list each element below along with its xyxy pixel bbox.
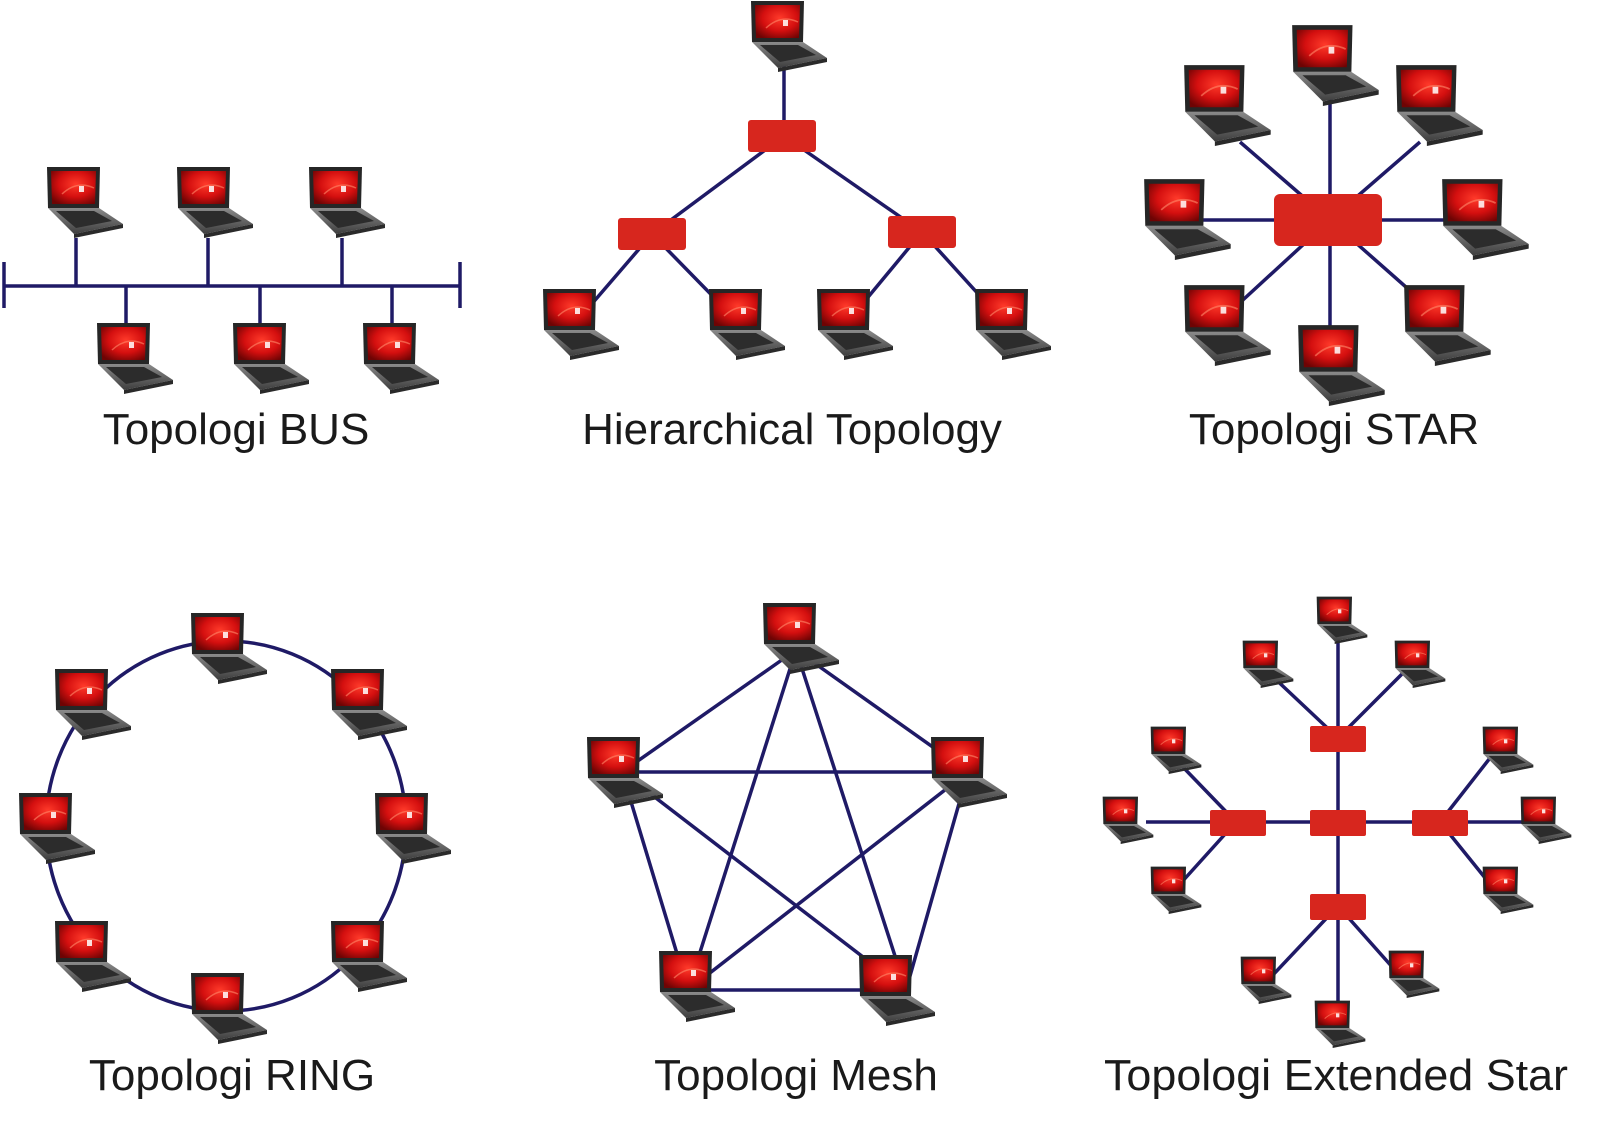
hub-icon: [748, 120, 816, 152]
mesh-topology-title: Topologi Mesh: [654, 1051, 938, 1100]
hierarchical-topology-title: Hierarchical Topology: [582, 405, 1002, 454]
bus-topology-title: Topologi BUS: [103, 405, 370, 454]
laptop-icon: [54, 920, 132, 993]
laptop-icon: [708, 288, 786, 361]
laptop-icon: [96, 322, 174, 395]
star-topology: Topologi STAR: [1143, 24, 1530, 454]
extended-star-topology-title: Topologi Extended Star: [1104, 1051, 1568, 1100]
laptop-icon: [1314, 1000, 1366, 1049]
extended-star-topology: Topologi Extended Star: [1102, 596, 1572, 1100]
laptop-icon: [750, 0, 828, 73]
laptop-icon: [816, 288, 894, 361]
laptop-icon: [542, 288, 620, 361]
laptop-icon: [54, 668, 132, 741]
laptop-icon: [1183, 284, 1272, 367]
hub-icon: [1310, 810, 1366, 836]
laptop-icon: [176, 166, 254, 239]
laptop-icon: [1403, 284, 1492, 367]
laptop-icon: [330, 920, 408, 993]
laptop-icon: [46, 166, 124, 239]
hub-icon: [1310, 894, 1366, 920]
hub-icon: [1210, 810, 1266, 836]
laptop-icon: [1482, 726, 1534, 775]
laptop-icon: [362, 322, 440, 395]
laptop-icon: [974, 288, 1052, 361]
laptop-icon: [1297, 324, 1386, 407]
hierarchical-topology: Hierarchical Topology: [542, 0, 1052, 454]
hub-icon: [618, 218, 686, 250]
hub-icon: [1412, 810, 1468, 836]
hub-icon: [1310, 726, 1366, 752]
laptop-icon: [930, 736, 1008, 809]
laptop-icon: [374, 792, 452, 865]
laptop-icon: [308, 166, 386, 239]
laptop-icon: [1482, 866, 1534, 915]
hub-icon: [888, 216, 956, 248]
laptop-icon: [1291, 24, 1380, 107]
laptop-icon: [1242, 640, 1294, 689]
laptop-icon: [1388, 950, 1440, 999]
laptop-icon: [330, 668, 408, 741]
laptop-icon: [190, 612, 268, 685]
ring-topology: Topologi RING: [18, 612, 452, 1100]
laptop-icon: [1394, 640, 1446, 689]
laptop-icon: [1441, 178, 1530, 261]
laptop-icon: [1316, 596, 1368, 645]
laptop-icon: [1520, 796, 1572, 845]
laptop-icon: [1150, 866, 1202, 915]
laptop-icon: [1183, 64, 1272, 147]
star-topology-title: Topologi STAR: [1189, 405, 1479, 454]
laptop-icon: [18, 792, 96, 865]
hub-icon: [1274, 194, 1382, 246]
bus-topology: Topologi BUS: [2, 166, 462, 454]
laptop-icon: [858, 954, 936, 1027]
ring-topology-title: Topologi RING: [89, 1051, 375, 1100]
laptop-icon: [1395, 64, 1484, 147]
laptop-icon: [232, 322, 310, 395]
mesh-topology: Topologi Mesh: [586, 602, 1008, 1100]
laptop-icon: [1102, 796, 1154, 845]
laptop-icon: [1150, 726, 1202, 775]
